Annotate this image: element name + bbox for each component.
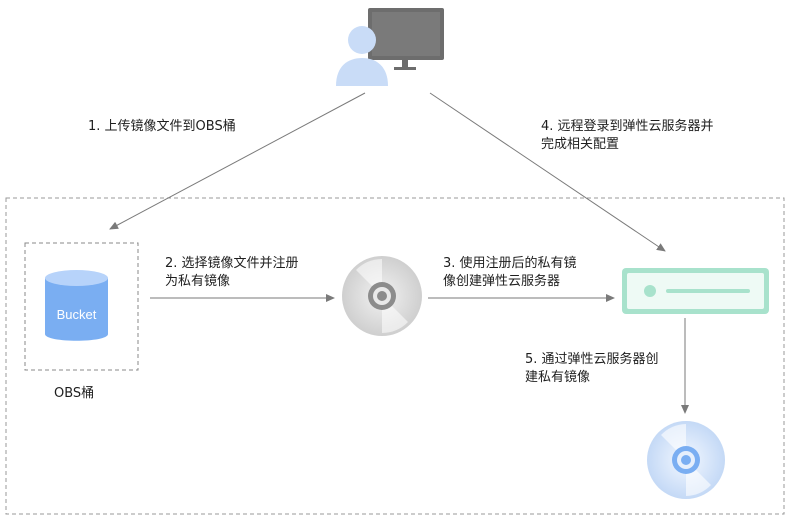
arrow-login-to-server <box>429 92 666 252</box>
bucket-box <box>24 242 139 371</box>
step-4-label: 4. 远程登录到弹性云服务器并 完成相关配置 <box>541 118 714 154</box>
step-2-label: 2. 选择镜像文件并注册 为私有镜像 <box>165 255 299 291</box>
server-icon <box>622 268 769 314</box>
step-5-label: 5. 通过弹性云服务器创 建私有镜像 <box>525 351 659 387</box>
cloud-boundary-frame <box>5 197 785 515</box>
step-5-line-1: 5. 通过弹性云服务器创 <box>525 352 659 367</box>
private-image-disc-icon <box>647 421 725 499</box>
step-4-line-1: 4. 远程登录到弹性云服务器并 <box>541 119 714 134</box>
step-3-line-1: 3. 使用注册后的私有镜 <box>443 256 577 271</box>
step-3-line-2: 像创建弹性云服务器 <box>443 274 561 289</box>
storage-bucket-icon: Bucket <box>45 270 108 341</box>
bucket-icon-label: Bucket <box>57 307 97 322</box>
step-2-line-2: 为私有镜像 <box>165 274 231 289</box>
image-disc-icon <box>342 256 422 336</box>
step-1-line-1: 1. 上传镜像文件到OBS桶 <box>88 119 236 134</box>
step-4-line-2: 完成相关配置 <box>541 137 620 152</box>
step-2-line-1: 2. 选择镜像文件并注册 <box>165 256 299 271</box>
arrow-upload-to-bucket <box>109 92 366 230</box>
step-3-label: 3. 使用注册后的私有镜 像创建弹性云服务器 <box>443 255 577 291</box>
user-at-computer-icon <box>336 8 444 86</box>
step-5-line-2: 建私有镜像 <box>525 370 591 385</box>
step-1-label: 1. 上传镜像文件到OBS桶 <box>88 118 236 136</box>
bucket-caption: OBS桶 <box>54 386 95 401</box>
